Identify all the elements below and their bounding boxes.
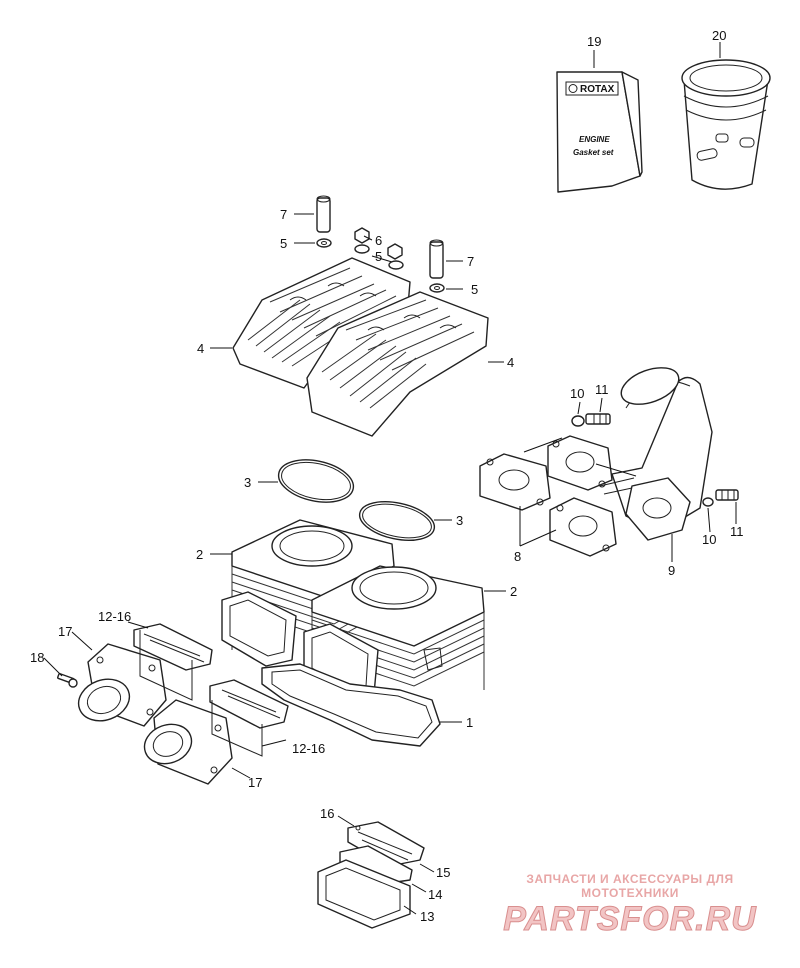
reed-valve-exploded bbox=[317, 821, 425, 929]
cylinder-head-right bbox=[306, 291, 489, 437]
callout-3-left: 3 bbox=[244, 475, 251, 490]
gasket-set-line2: Gasket set bbox=[573, 148, 614, 157]
callout-20: 20 bbox=[712, 28, 726, 43]
callout-5-middle: 5 bbox=[375, 249, 382, 264]
callout-11-upper: 11 bbox=[595, 382, 609, 397]
callout-15: 15 bbox=[436, 865, 450, 880]
callout-16: 16 bbox=[320, 806, 334, 821]
head-o-rings bbox=[277, 459, 436, 541]
callout-10-upper: 10 bbox=[570, 386, 584, 401]
callout-numbers: 19 20 7 5 6 5 7 5 4 4 3 3 2 2 1 10 11 8 … bbox=[30, 28, 744, 924]
callout-5-left: 5 bbox=[280, 236, 287, 251]
callout-5-right: 5 bbox=[471, 282, 478, 297]
callout-7-right: 7 bbox=[467, 254, 474, 269]
cylinder-right bbox=[311, 565, 485, 700]
site-watermark: ЗАПЧАСТИ И АКСЕССУАРЫ ДЛЯ МОТОТЕХНИКИ PA… bbox=[480, 872, 780, 939]
reed-valve-upper bbox=[133, 623, 213, 701]
callout-2-right: 2 bbox=[510, 584, 517, 599]
callout-12-16-upper: 12-16 bbox=[98, 609, 131, 624]
gasket-set-line1: ENGINE bbox=[579, 135, 610, 144]
flange-bolt bbox=[57, 672, 78, 688]
exhaust-manifold bbox=[599, 367, 713, 541]
studs-and-washers bbox=[316, 195, 445, 293]
callout-6: 6 bbox=[375, 233, 382, 248]
cylinder-sleeve bbox=[681, 59, 771, 190]
callout-9: 9 bbox=[668, 563, 675, 578]
watermark-caption: ЗАПЧАСТИ И АКСЕССУАРЫ ДЛЯ МОТОТЕХНИКИ bbox=[526, 872, 734, 900]
base-gasket bbox=[261, 663, 441, 747]
exhaust-gasket-upper-right bbox=[547, 435, 613, 491]
callout-19: 19 bbox=[587, 34, 601, 49]
callout-17-lower: 17 bbox=[248, 775, 262, 790]
callout-8: 8 bbox=[514, 549, 521, 564]
callout-1: 1 bbox=[466, 715, 473, 730]
callout-18: 18 bbox=[30, 650, 44, 665]
callout-12-16-lower: 12-16 bbox=[292, 741, 325, 756]
callout-10-lower: 10 bbox=[702, 532, 716, 547]
intake-flange-upper bbox=[77, 643, 167, 727]
watermark-logo: PARTSFOR.RU bbox=[503, 900, 757, 939]
gasket-set-brand: ROTAX bbox=[580, 84, 615, 95]
callout-3-right: 3 bbox=[456, 513, 463, 528]
callout-14: 14 bbox=[428, 887, 442, 902]
exhaust-gasket-lower bbox=[549, 497, 617, 557]
callout-13: 13 bbox=[420, 909, 434, 924]
callout-17-upper: 17 bbox=[58, 624, 72, 639]
reed-valve-lower bbox=[209, 679, 289, 757]
leader-lines bbox=[43, 42, 737, 915]
callout-2-left: 2 bbox=[196, 547, 203, 562]
callout-4-right: 4 bbox=[507, 355, 514, 370]
exhaust-gasket-upper-left bbox=[479, 453, 551, 511]
gasket-set-envelope: ROTAX ENGINE Gasket set bbox=[556, 71, 643, 193]
exhaust-bolts bbox=[571, 413, 739, 507]
callout-11-lower: 11 bbox=[730, 524, 744, 539]
callout-4-left: 4 bbox=[197, 341, 204, 356]
callout-7-left: 7 bbox=[280, 207, 287, 222]
